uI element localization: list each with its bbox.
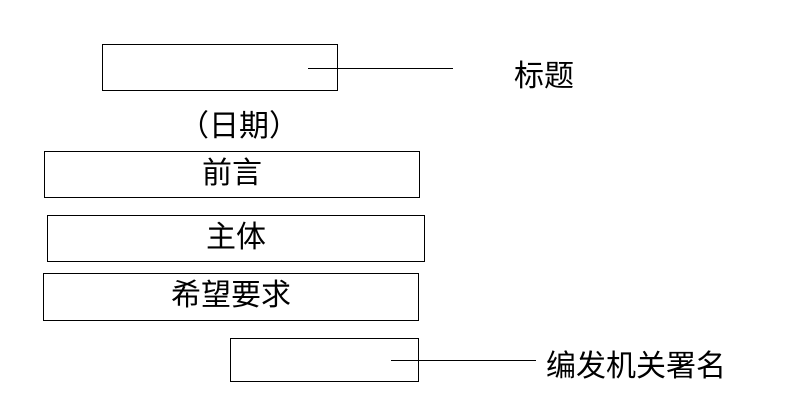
request-box[interactable]: 希望要求: [43, 273, 419, 321]
body-box-label: 主体: [206, 219, 266, 255]
body-box[interactable]: 主体: [47, 215, 425, 262]
title-leader-line: [308, 68, 453, 69]
signature-leader-line: [391, 360, 536, 361]
preface-box-label: 前言: [202, 155, 262, 191]
preface-box[interactable]: 前言: [44, 151, 420, 198]
title-box[interactable]: [102, 44, 338, 91]
title-annotation-label: 标题: [514, 59, 574, 94]
date-text: （日期）: [179, 109, 299, 144]
signature-annotation-label: 编发机关署名: [546, 349, 726, 384]
request-box-label: 希望要求: [171, 278, 291, 313]
